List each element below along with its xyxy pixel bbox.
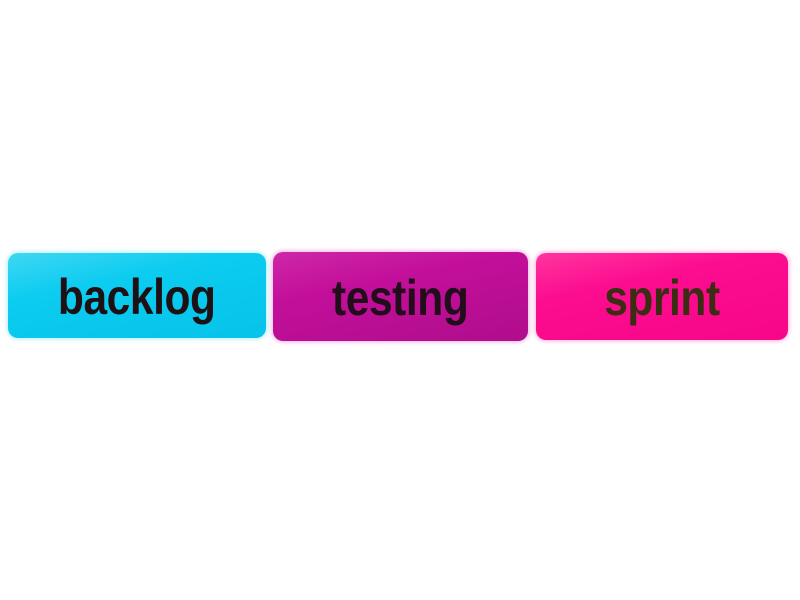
label-testing-text: testing [332,270,469,326]
label-backlog-text: backlog [58,269,216,325]
label-testing[interactable]: testing [273,252,528,341]
label-sprint[interactable]: sprint [536,253,788,340]
label-backlog[interactable]: backlog [8,253,266,338]
label-sprint-text: sprint [604,270,720,326]
